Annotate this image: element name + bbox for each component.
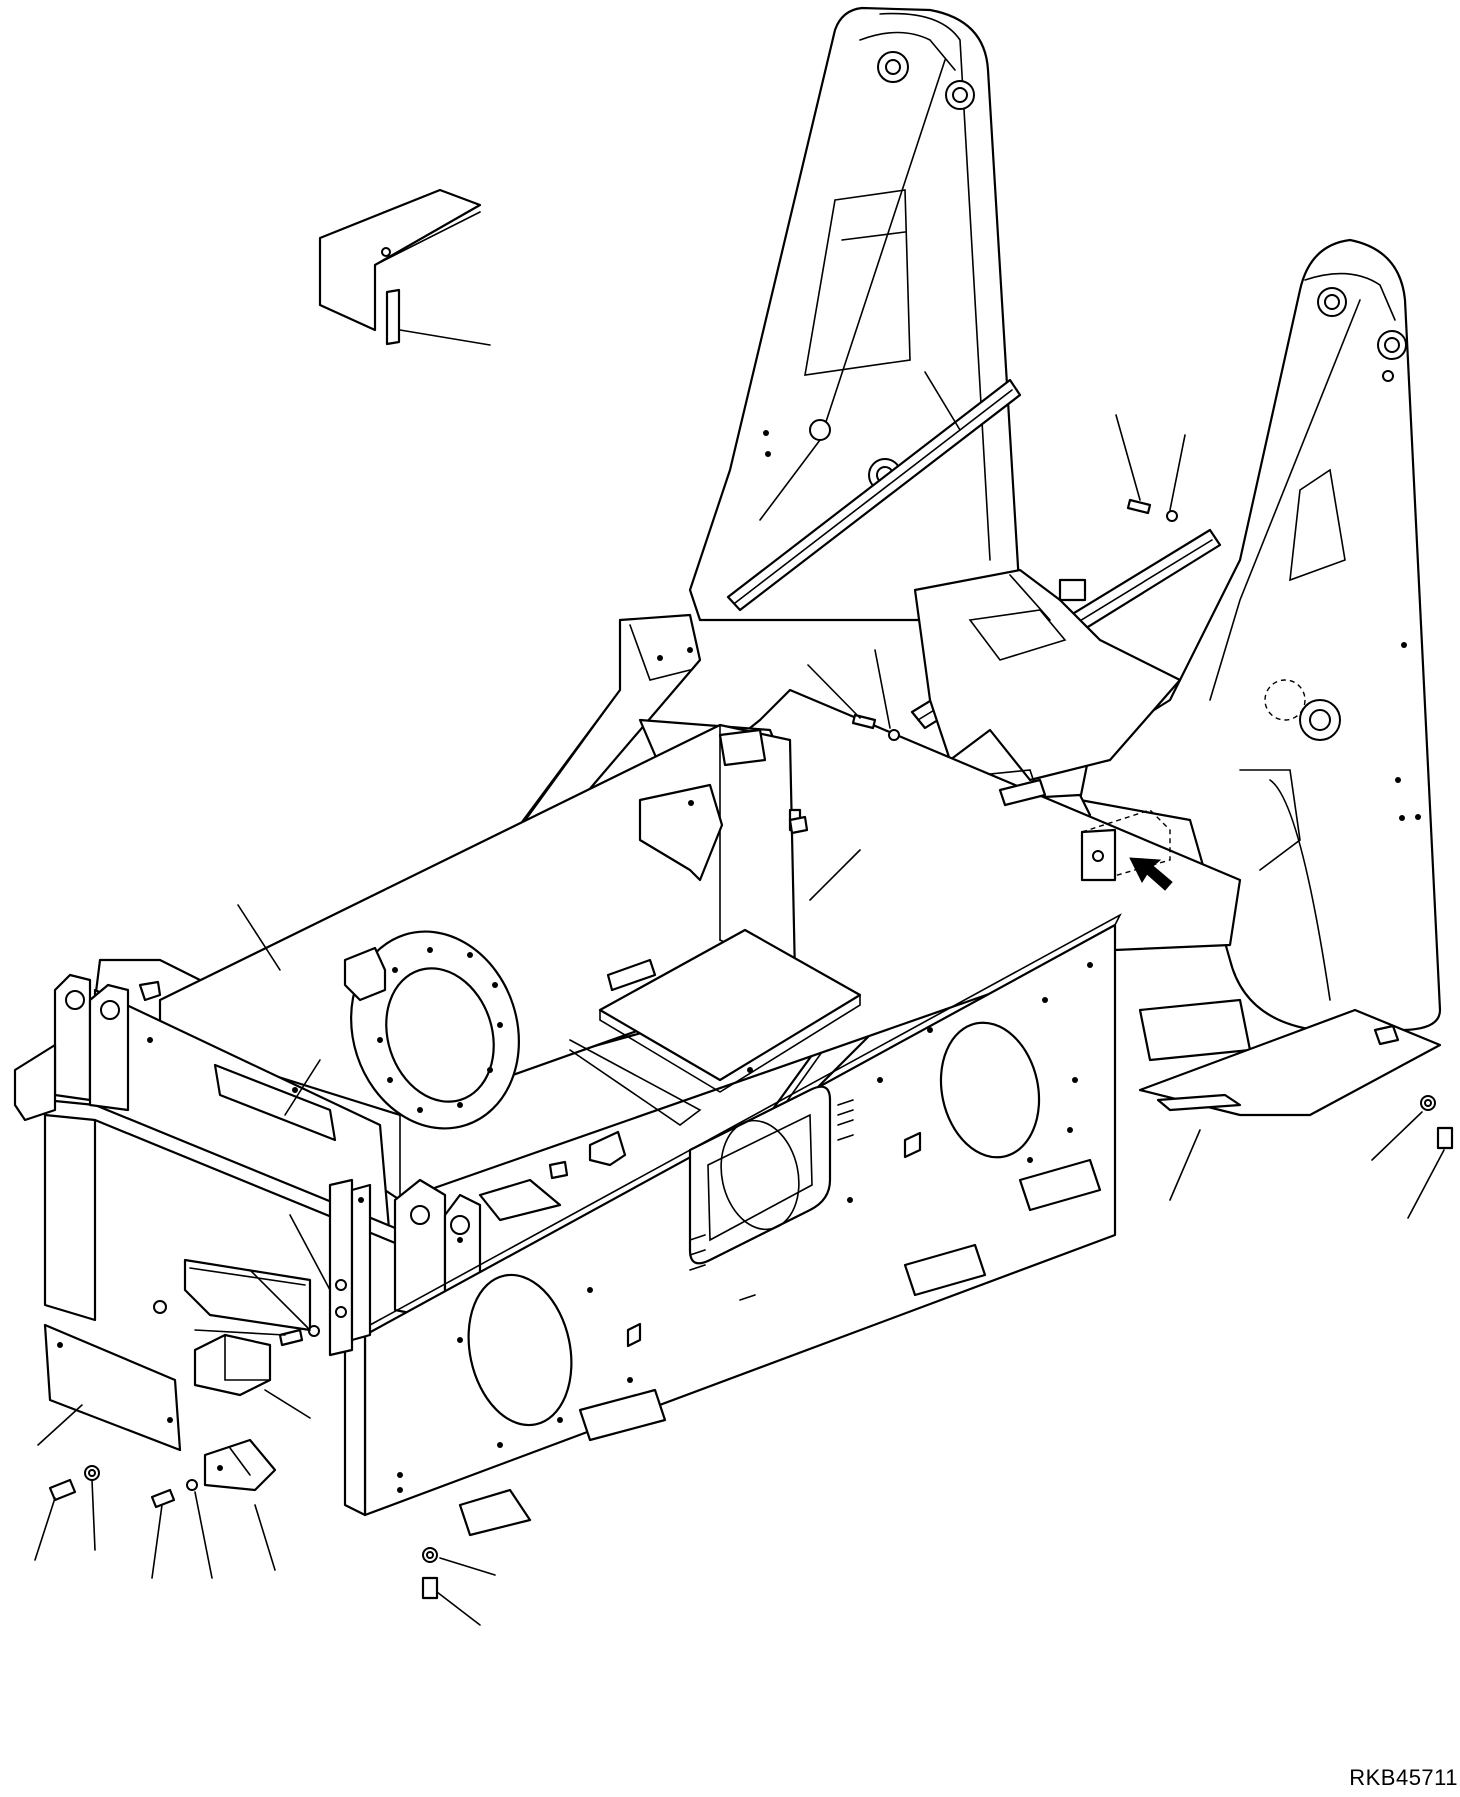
spacer-pin-detail bbox=[318, 188, 491, 346]
leader-lines bbox=[34, 371, 1445, 1626]
fasteners bbox=[48, 498, 1454, 1600]
right-upright-tower bbox=[1078, 238, 1442, 1032]
bent-bracket-upper bbox=[193, 1333, 272, 1397]
view-direction-arrow bbox=[1129, 857, 1173, 891]
rear-floor-plate bbox=[1138, 1008, 1442, 1117]
hidden-part-callout bbox=[1080, 809, 1173, 891]
front-lower-cover-plate bbox=[43, 1323, 182, 1452]
bearing-ring bbox=[350, 930, 520, 1130]
front-frame-end bbox=[13, 973, 402, 1322]
deck-saddle-brackets bbox=[343, 578, 1087, 1167]
front-cover-panel bbox=[183, 1258, 312, 1332]
center-deck-plate bbox=[569, 808, 862, 1126]
drawing-code: RKB45711 bbox=[1349, 1765, 1458, 1790]
side-frame-plate bbox=[343, 913, 1122, 1517]
upper-cross-plate-left bbox=[726, 378, 1022, 612]
frame-mounting-pads bbox=[458, 998, 1252, 1537]
front-hinge-plate bbox=[328, 1178, 372, 1357]
bent-bracket-lower bbox=[203, 1438, 277, 1492]
left-upright-tower bbox=[688, 6, 1022, 622]
